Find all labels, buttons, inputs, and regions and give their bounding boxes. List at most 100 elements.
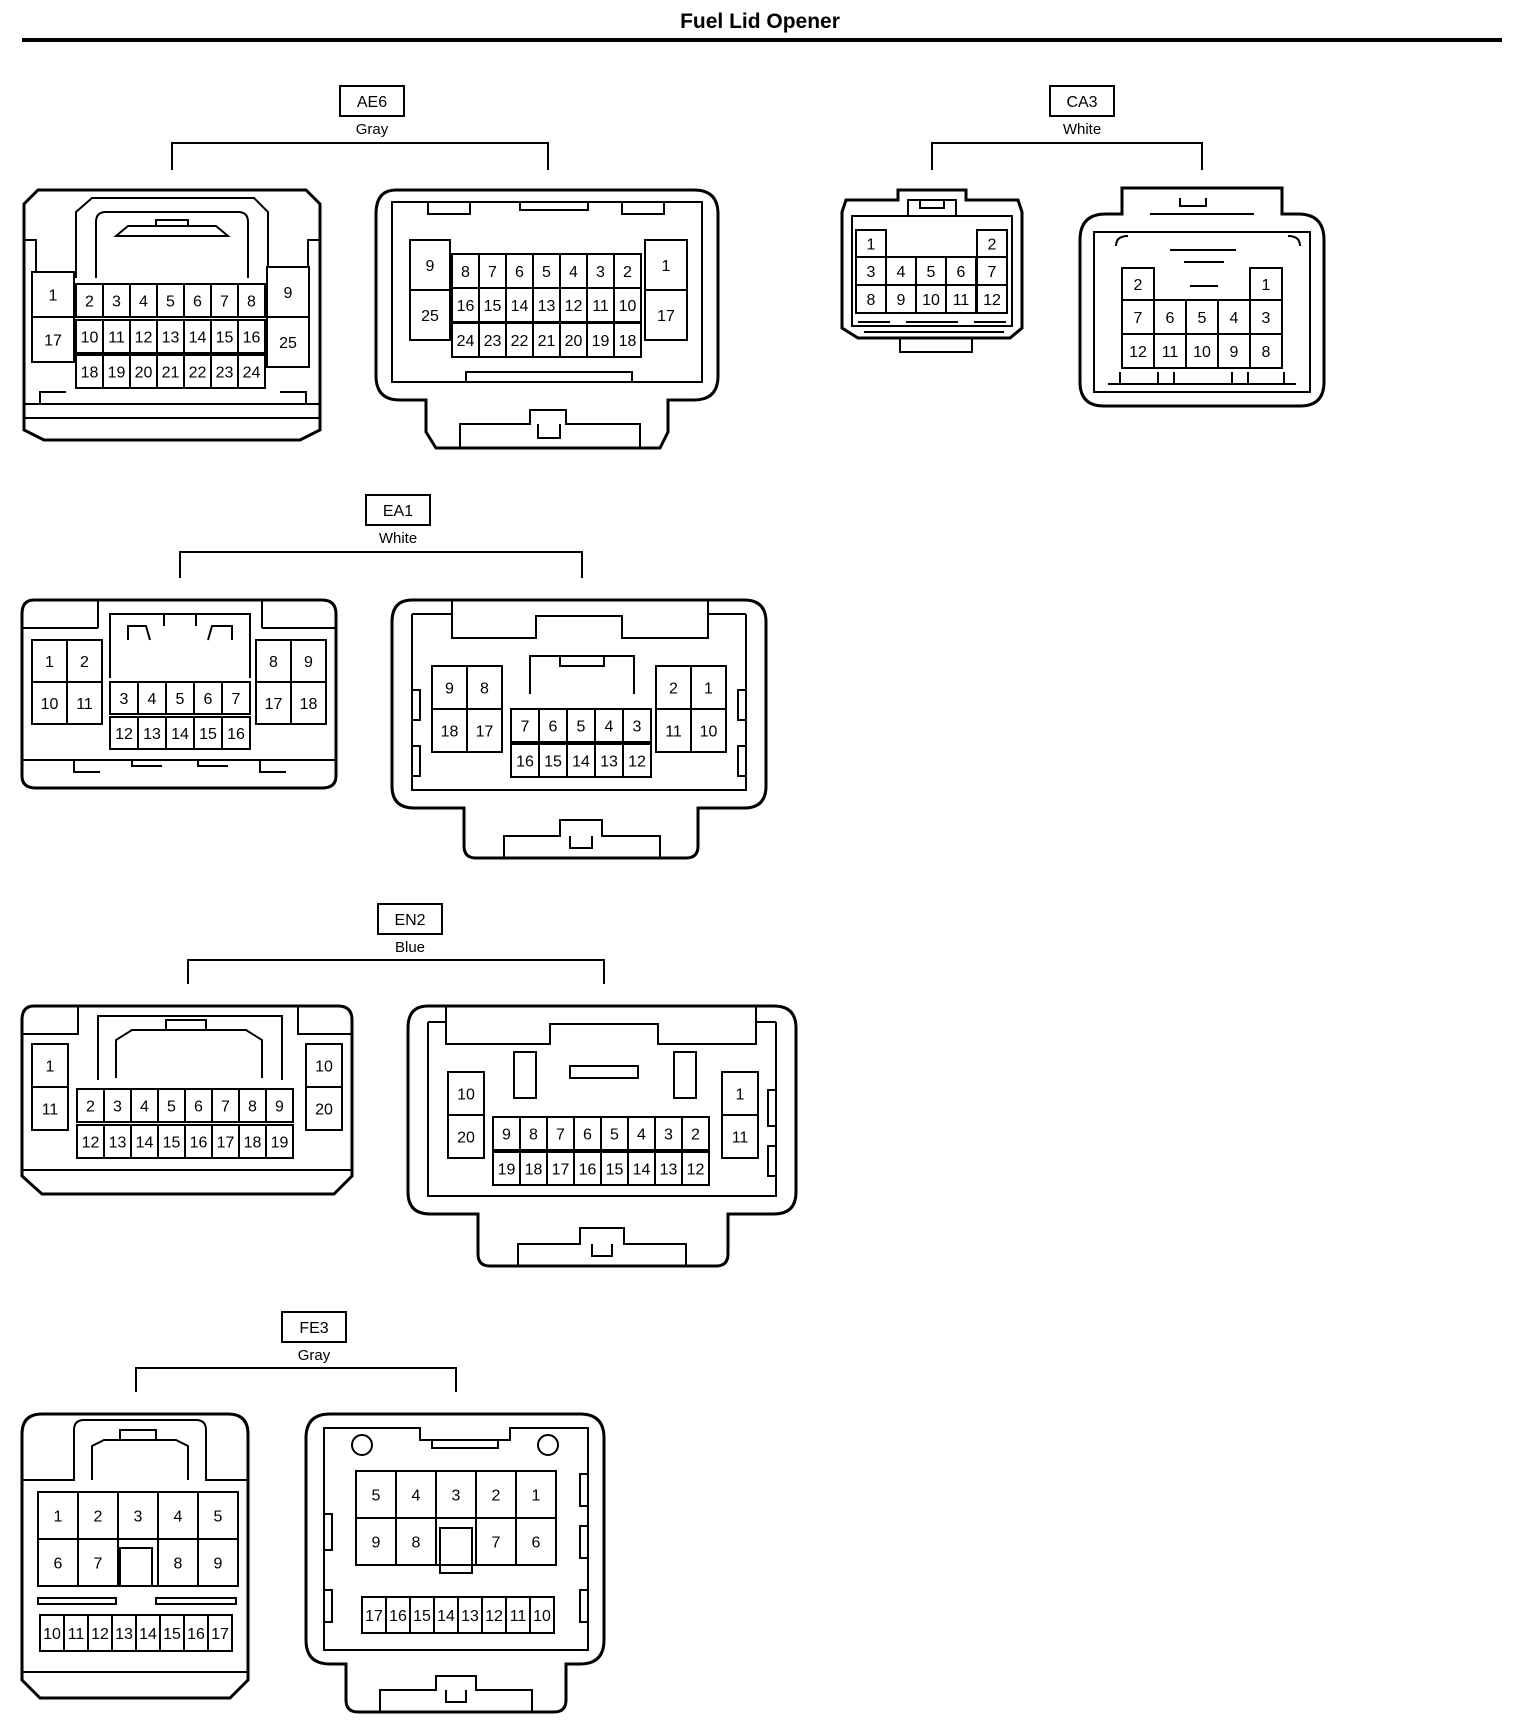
pin-cell [627, 1151, 656, 1186]
pin-number: 14 [437, 1608, 455, 1625]
pin-number: 2 [988, 237, 997, 254]
pin-number: 11 [592, 298, 609, 315]
pin-number: 16 [389, 1608, 407, 1625]
pin-cell [622, 743, 652, 778]
pin-cell [129, 283, 158, 318]
connector-view-right [304, 1412, 606, 1714]
pin-number: 8 [529, 1127, 538, 1144]
pin-cell [255, 639, 292, 683]
pin-number: 12 [565, 298, 583, 315]
pin-number: 9 [214, 1556, 223, 1573]
pin-cell [690, 665, 727, 710]
pin-number: 18 [244, 1135, 262, 1152]
pin-number: 3 [134, 1509, 143, 1526]
pin-number: 14 [139, 1626, 157, 1643]
connector-view-right [390, 598, 768, 860]
housing-bottom-rail [24, 391, 320, 419]
pin-number: 17 [44, 333, 62, 350]
pin-cell [210, 354, 239, 389]
pin-number: 14 [136, 1135, 154, 1152]
pin-number: 1 [45, 654, 54, 671]
connector-ca3: CA3 White [840, 85, 1326, 408]
connector-view-right [406, 1004, 798, 1268]
pin-cell [447, 1114, 485, 1159]
pin-cell [156, 354, 185, 389]
pin-number: 15 [484, 298, 502, 315]
view-bracket [179, 551, 583, 578]
connector-code: AE6 [357, 94, 387, 111]
pin-cell [211, 1124, 240, 1159]
pin-cell [885, 284, 917, 314]
pin-cell [255, 681, 292, 725]
connector-shell [20, 598, 338, 790]
connector-view-left [840, 188, 1024, 353]
pin-number: 22 [189, 365, 207, 382]
bottom-rail [1108, 372, 1296, 385]
pin-cell [1121, 333, 1155, 369]
pin-number: 6 [532, 1535, 541, 1552]
pin-cell [945, 284, 977, 314]
connector-view-right [374, 188, 720, 450]
pin-cell [409, 239, 451, 291]
housing-side-wall [24, 239, 320, 278]
pin-number: 14 [189, 330, 207, 347]
pin-cell [613, 322, 642, 358]
pin-number: 18 [81, 365, 99, 382]
pin-number: 5 [927, 264, 936, 281]
pin-cell [600, 1116, 629, 1151]
connector-shell [22, 188, 322, 442]
pin-number: 12 [485, 1608, 503, 1625]
bottom-release-tab [517, 1227, 687, 1266]
pin-number: 6 [549, 719, 558, 736]
pin-cell [451, 287, 480, 323]
pin-number: 25 [279, 335, 297, 352]
pin-number: 16 [227, 726, 245, 743]
connector-ea1: EA1 White [20, 494, 768, 860]
pin-cell [515, 1517, 557, 1566]
pin-number: 14 [633, 1162, 651, 1179]
pin-number: 8 [174, 1556, 183, 1573]
pin-number: 25 [421, 308, 439, 325]
pin-number: 5 [372, 1488, 381, 1505]
pin-cell [529, 1596, 555, 1634]
pin-number: 12 [628, 754, 646, 771]
pin-cell [211, 1088, 240, 1123]
pin-number: 10 [81, 330, 99, 347]
pin-number: 17 [476, 724, 494, 741]
pin-number: 10 [43, 1626, 61, 1643]
pin-number: 17 [211, 1626, 229, 1643]
bottom-release-tab [379, 1675, 533, 1712]
pin-number: 7 [220, 294, 229, 311]
pin-number: 24 [457, 333, 475, 350]
pin-cell [75, 319, 104, 354]
pin-number: 4 [569, 264, 578, 281]
pin-number: 8 [867, 292, 876, 309]
pin-cell [385, 1596, 411, 1634]
pin-cell [681, 1116, 710, 1151]
housing-bottom-rail [22, 759, 336, 773]
pin-cell [721, 1114, 759, 1159]
pin-cell [409, 289, 451, 341]
pin-number: 10 [533, 1608, 551, 1625]
connector-code-box [377, 903, 443, 935]
pin-number: 12 [983, 292, 1001, 309]
pin-number: 19 [592, 333, 610, 350]
pin-number: 16 [190, 1135, 208, 1152]
pin-number: 3 [112, 294, 121, 311]
pin-number: 6 [193, 294, 202, 311]
pin-cell [193, 681, 223, 715]
pin-number: 5 [166, 294, 175, 311]
pin-number: 15 [163, 1626, 181, 1643]
pin-number: 6 [957, 264, 966, 281]
center-key [119, 1547, 153, 1587]
latch-hole [351, 1434, 373, 1456]
pin-number: 4 [412, 1488, 421, 1505]
pin-number: 2 [492, 1488, 501, 1505]
pin-number: 8 [461, 264, 470, 281]
pin-cell [481, 1596, 507, 1634]
